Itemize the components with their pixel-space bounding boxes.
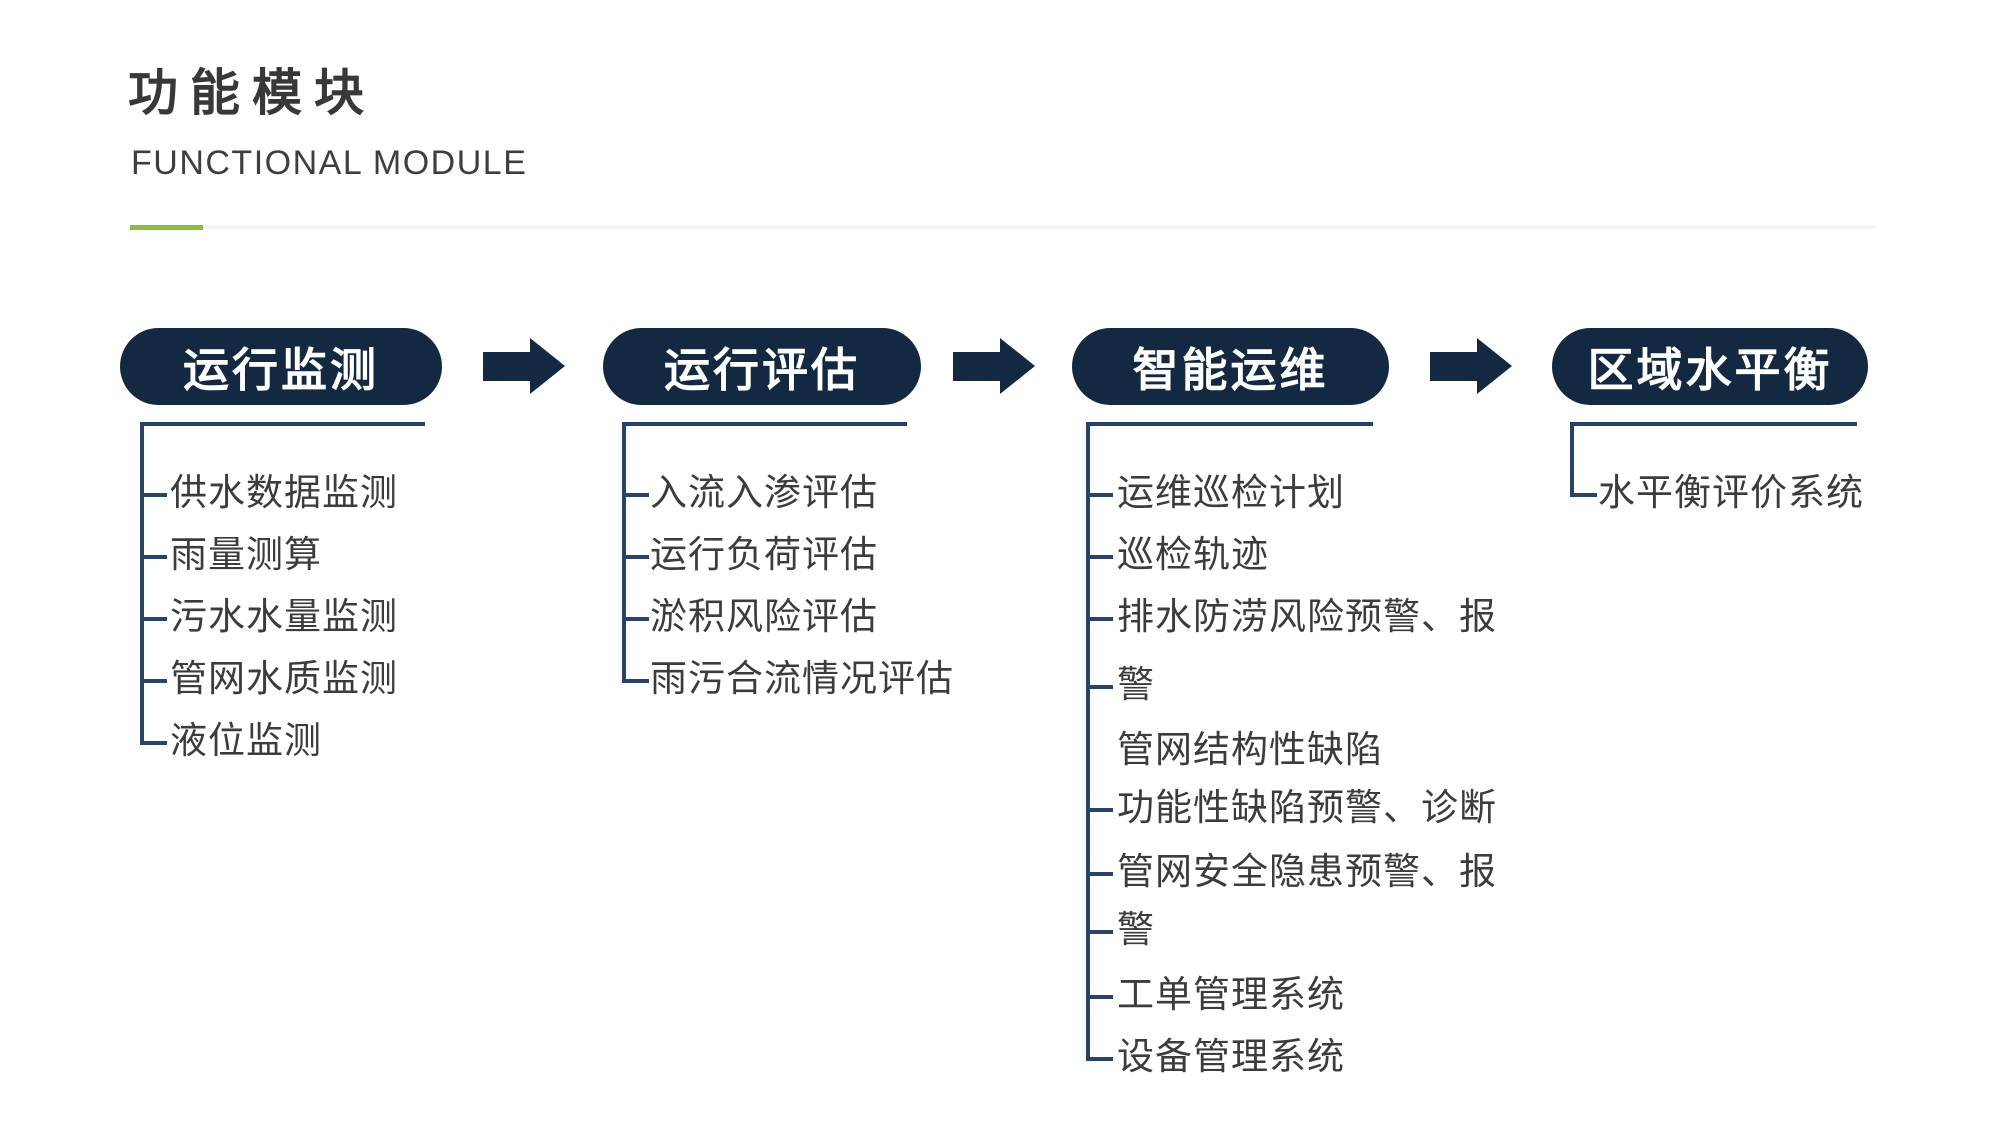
- tree-tick: [140, 617, 167, 621]
- tree-line-vertical: [140, 422, 144, 745]
- tree-item: 供水数据监测: [170, 472, 398, 513]
- tree-tick: [1086, 555, 1113, 559]
- tree-tick: [140, 741, 167, 745]
- tree-line-top: [140, 422, 425, 426]
- tree-item: 水平衡评价系统: [1598, 472, 1864, 513]
- arrow-head: [530, 338, 565, 394]
- arrow-bar: [953, 352, 1000, 381]
- tree-line-vertical: [1086, 422, 1090, 1061]
- tree-tick: [140, 555, 167, 559]
- tree-tick: [1086, 872, 1113, 876]
- arrow-head: [1477, 338, 1512, 394]
- tree-item: 警: [1117, 664, 1155, 705]
- tree-line-top: [1086, 422, 1373, 426]
- module-pill-2: 运行评估: [603, 328, 921, 405]
- tree-tick: [1086, 1057, 1113, 1061]
- tree-tick: [622, 555, 649, 559]
- tree-item: 管网结构性缺陷: [1117, 729, 1383, 770]
- tree-item: 雨污合流情况评估: [650, 658, 954, 699]
- tree-tick: [1086, 617, 1113, 621]
- tree-item: 巡检轨迹: [1117, 534, 1269, 575]
- tree-line-vertical: [622, 422, 626, 683]
- module-pill-3: 智能运维: [1072, 328, 1389, 405]
- flow-right-arrow-icon: [1430, 338, 1512, 395]
- arrow-head: [1000, 338, 1035, 394]
- tree-item: 功能性缺陷预警、诊断: [1117, 787, 1497, 828]
- title-underline-accent: [130, 225, 203, 230]
- tree-tick: [140, 493, 167, 497]
- tree-tick: [140, 679, 167, 683]
- tree-tick: [1086, 930, 1113, 934]
- tree-tick: [622, 493, 649, 497]
- tree-tick: [1086, 808, 1113, 812]
- tree-line-top: [1570, 422, 1857, 426]
- tree-item: 工单管理系统: [1117, 974, 1345, 1015]
- arrow-bar: [1430, 352, 1477, 381]
- tree-line-top: [622, 422, 907, 426]
- tree-tick: [1086, 995, 1113, 999]
- tree-item: 淤积风险评估: [650, 596, 878, 637]
- module-pill-1: 运行监测: [120, 328, 442, 405]
- tree-item: 污水水量监测: [170, 596, 398, 637]
- tree-tick: [1086, 685, 1113, 689]
- tree-item: 管网安全隐患预警、报: [1117, 851, 1497, 892]
- page-subtitle: FUNCTIONAL MODULE: [131, 144, 528, 182]
- tree-item: 入流入渗评估: [650, 472, 878, 513]
- tree-item: 运行负荷评估: [650, 534, 878, 575]
- module-pill-label: 运行评估: [664, 343, 860, 396]
- tree-item: 设备管理系统: [1117, 1036, 1345, 1077]
- tree-item: 管网水质监测: [170, 658, 398, 699]
- tree-item: 运维巡检计划: [1117, 472, 1345, 513]
- tree-tick: [622, 679, 649, 683]
- arrow-bar: [483, 352, 530, 381]
- module-pill-label: 区域水平衡: [1587, 343, 1833, 396]
- module-pill-label: 智能运维: [1132, 343, 1329, 396]
- tree-item: 液位监测: [170, 720, 322, 761]
- tree-line-vertical: [1570, 422, 1574, 497]
- module-pill-label: 运行监测: [183, 343, 379, 396]
- page-title: 功能模块: [128, 65, 376, 121]
- tree-tick: [622, 617, 649, 621]
- module-pill-4: 区域水平衡: [1552, 328, 1868, 405]
- tree-item: 警: [1117, 909, 1155, 950]
- tree-tick: [1570, 493, 1597, 497]
- title-underline-rule: [203, 225, 1876, 229]
- flow-right-arrow-icon: [483, 338, 565, 395]
- flow-right-arrow-icon: [953, 338, 1035, 395]
- tree-item: 排水防涝风险预警、报: [1117, 596, 1497, 637]
- tree-item: 雨量测算: [170, 534, 322, 575]
- tree-tick: [1086, 493, 1113, 497]
